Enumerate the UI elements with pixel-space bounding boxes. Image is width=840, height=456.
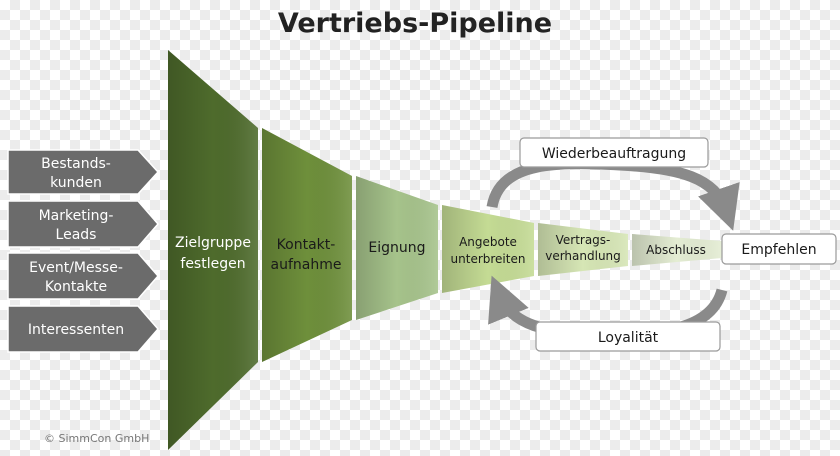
svg-text:Loyalität: Loyalität <box>598 330 659 346</box>
svg-text:Zielgruppe: Zielgruppe <box>175 235 251 251</box>
source-label-line2: Kontakte <box>45 279 107 295</box>
funnel-stage-qualification: Eignung <box>356 176 438 320</box>
svg-text:Eignung: Eignung <box>368 240 425 256</box>
loop-label: Wiederbeauftragung <box>542 146 686 162</box>
svg-text:unterbreiten: unterbreiten <box>451 252 526 266</box>
source-label-line1: Interessenten <box>28 322 124 338</box>
loop-box-recommend: Empfehlen <box>721 233 837 265</box>
svg-text:Abschluss: Abschluss <box>646 243 706 257</box>
svg-text:Marketing-: Marketing- <box>39 208 114 224</box>
source-arrow-marketing-leads: Marketing- Leads <box>7 200 159 248</box>
svg-text:Interessenten: Interessenten <box>28 322 124 338</box>
stage-label-line1: Kontakt- <box>277 237 336 253</box>
svg-text:festlegen: festlegen <box>180 256 245 272</box>
funnel-stage-closing: Abschluss <box>632 234 722 266</box>
svg-text:Kontakte: Kontakte <box>45 279 107 295</box>
funnel-stage-target-group: Zielgruppe festlegen <box>168 50 258 450</box>
source-label-line2: Leads <box>56 227 97 243</box>
loop-box-loyalty: Loyalität <box>535 321 721 352</box>
stage-label-line1: Zielgruppe <box>175 235 251 251</box>
funnel-stage-offers: Angebote unterbreiten <box>442 205 534 293</box>
stage-label-line2: festlegen <box>180 256 245 272</box>
svg-text:Empfehlen: Empfehlen <box>741 242 816 258</box>
source-label-line1: Event/Messe- <box>29 260 123 276</box>
funnel-stage-negotiation: Vertrags- verhandlung <box>538 223 628 276</box>
page-title: Vertriebs-Pipeline <box>277 8 553 39</box>
loop-arrow-top <box>486 158 740 231</box>
source-label-line2: kunden <box>50 175 102 191</box>
stage-label-line2: aufnahme <box>271 257 342 273</box>
svg-text:aufnahme: aufnahme <box>271 257 342 273</box>
funnel-stage-contact: Kontakt- aufnahme <box>262 128 352 362</box>
source-label-line1: Bestands- <box>41 156 111 172</box>
svg-text:Kontakt-: Kontakt- <box>277 237 336 253</box>
copyright-text: © SimmCon GmbH <box>44 432 150 445</box>
stage-label-line1: Angebote <box>459 235 517 249</box>
svg-text:kunden: kunden <box>50 175 102 191</box>
stage-label-line1: Vertrags- <box>556 233 611 247</box>
svg-text:verhandlung: verhandlung <box>545 249 621 263</box>
loop-box-reorder: Wiederbeauftragung <box>519 137 709 168</box>
svg-text:Event/Messe-: Event/Messe- <box>29 260 123 276</box>
source-arrow-prospects: Interessenten <box>7 305 159 353</box>
source-label-line1: Marketing- <box>39 208 114 224</box>
svg-text:Angebote: Angebote <box>459 235 517 249</box>
stage-label-line1: Eignung <box>368 240 425 256</box>
svg-text:Wiederbeauftragung: Wiederbeauftragung <box>542 146 686 162</box>
stage-label-line2: unterbreiten <box>451 252 526 266</box>
source-arrow-event-contacts: Event/Messe- Kontakte <box>7 252 159 300</box>
stage-label-line1: Abschluss <box>646 243 706 257</box>
svg-text:Leads: Leads <box>56 227 97 243</box>
source-arrow-existing-customers: Bestands- kunden <box>7 149 160 195</box>
loop-label: Loyalität <box>598 330 659 346</box>
loop-label: Empfehlen <box>741 242 816 258</box>
stage-label-line2: verhandlung <box>545 249 621 263</box>
svg-text:Vertrags-: Vertrags- <box>556 233 611 247</box>
svg-text:Bestands-: Bestands- <box>41 156 111 172</box>
